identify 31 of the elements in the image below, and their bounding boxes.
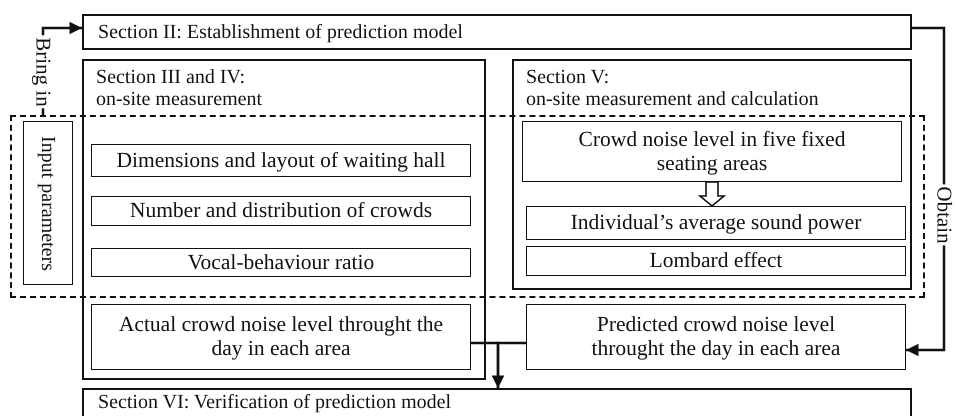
box-label: Predicted crowd noise level throught the day in each area (590, 313, 842, 361)
process-box (91, 196, 471, 226)
process-box (91, 304, 471, 370)
box-label: Input parameters (37, 136, 59, 270)
section-heading: on-site measurement (96, 88, 262, 111)
box-label: Lombard effect (650, 249, 782, 273)
section-heading: Section V: (526, 66, 610, 88)
box-label: Crowd noise level in five fixed seating areas (578, 128, 846, 176)
box-label: Actual crowd noise level throught the day in each area (118, 313, 444, 361)
box-label: Vocal-behaviour ratio (188, 250, 374, 274)
process-box (526, 206, 906, 240)
section-box (82, 388, 912, 416)
process-box (526, 246, 906, 276)
input-box (23, 121, 73, 285)
box-label: Individual’s average sound power (570, 211, 862, 235)
box-label: Dimensions and layout of waiting hall (116, 148, 446, 172)
process-box (91, 144, 471, 177)
section-box (82, 14, 912, 50)
section-heading: on-site measurement and calculation (526, 88, 819, 111)
box-label: Number and distribution of crowds (130, 199, 432, 223)
arrow (492, 342, 526, 388)
section-box (512, 59, 912, 290)
section-heading: Section III and IV: (96, 66, 246, 88)
process-box (526, 304, 906, 370)
section-heading: Section VI: Verification of prediction model (98, 391, 452, 413)
edge-label: Bring in (32, 35, 54, 109)
section-heading: Section II: Establishment of prediction model (98, 21, 463, 43)
process-box (91, 248, 471, 277)
hollow-arrow (698, 181, 726, 208)
section-box (82, 59, 486, 380)
process-box (522, 121, 902, 182)
